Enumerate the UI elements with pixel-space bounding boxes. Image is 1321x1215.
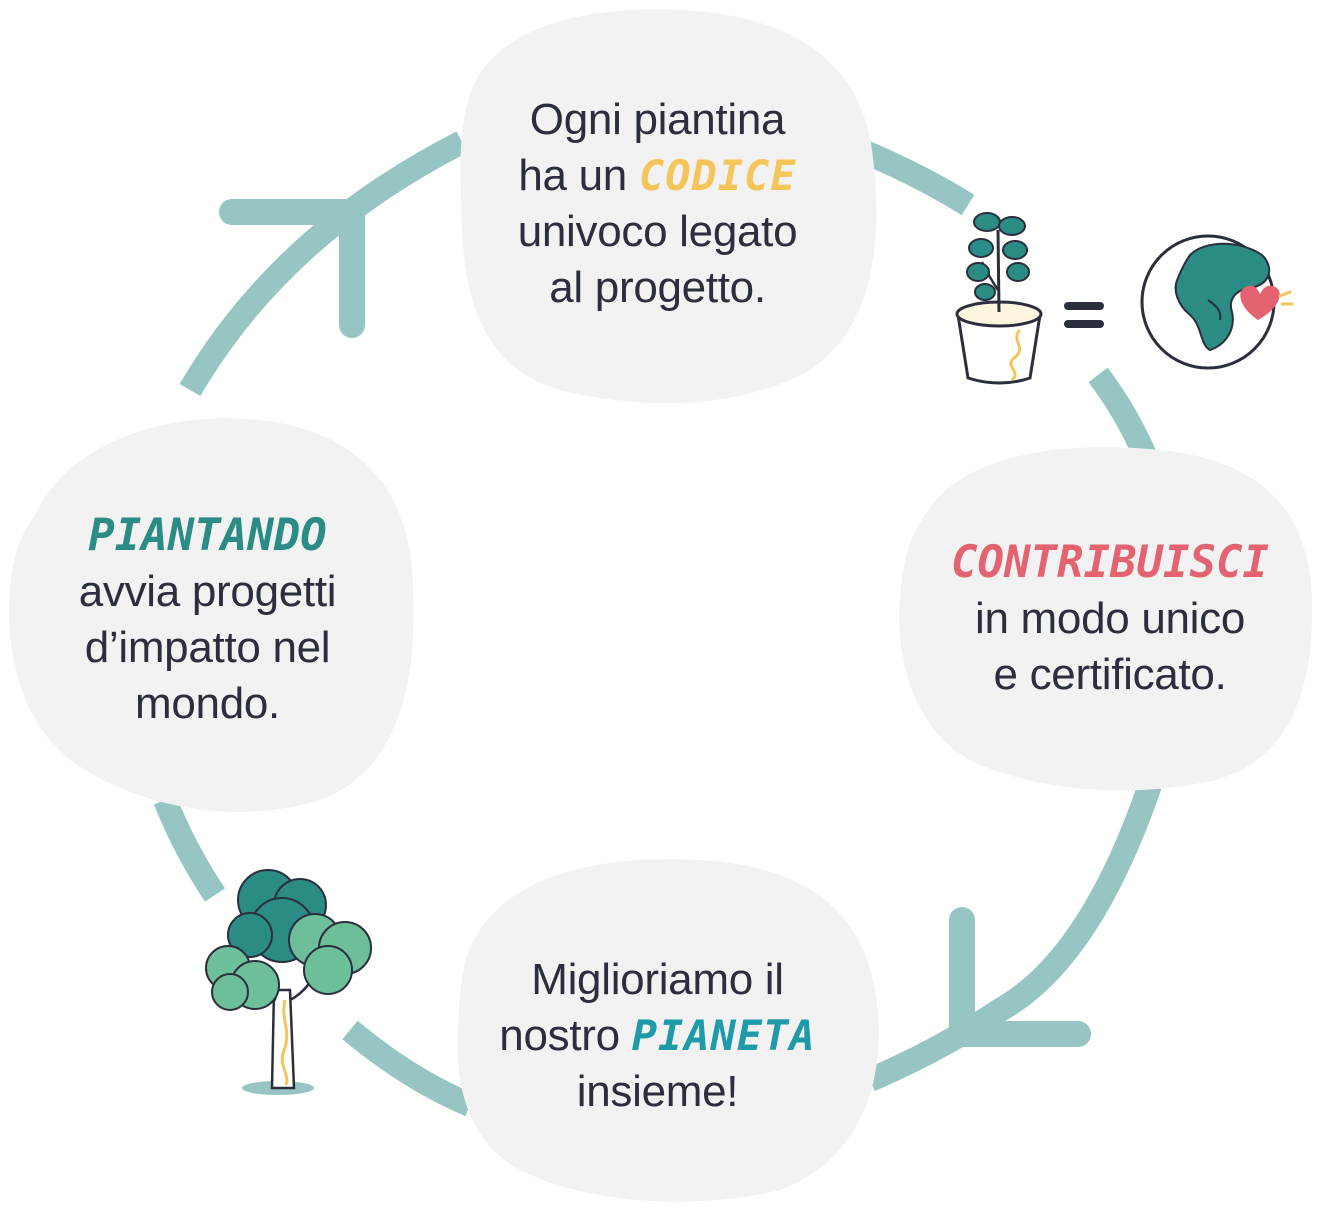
step-text-pianeta: Miglioriamo il nostro PIANETA insieme! bbox=[470, 952, 845, 1120]
step-line: Miglioriamo il bbox=[531, 955, 784, 1004]
ring-arc-left-upper bbox=[179, 131, 468, 397]
keyword-codice: CODICE bbox=[638, 151, 797, 200]
step-line: d’impatto nel bbox=[84, 623, 331, 672]
step-blob-right bbox=[899, 447, 1313, 791]
step-line: nostro PIANETA bbox=[470, 1008, 845, 1064]
globe-heart-icon bbox=[1140, 234, 1294, 370]
step-blob-top bbox=[460, 9, 877, 404]
step-line: Ogni piantina bbox=[529, 95, 786, 144]
ring-arc-bottom-left bbox=[342, 1020, 475, 1117]
step-line: al progetto. bbox=[549, 263, 766, 312]
step-line-prefix: ha un bbox=[518, 151, 639, 200]
step-line: e certificato. bbox=[993, 650, 1227, 699]
ring-arc-left-lower bbox=[153, 795, 225, 902]
step-line: ha un CODICE bbox=[470, 148, 845, 204]
step-text-contribuisci: CONTRIBUISCI in modo unico e certificato… bbox=[915, 535, 1305, 703]
arrow-icon bbox=[219, 199, 365, 338]
arrow-icon bbox=[949, 907, 1091, 1047]
keyword-contribuisci: CONTRIBUISCI bbox=[951, 537, 1269, 588]
step-text-piantando: PIANTANDO avvia progetti d’impatto nel m… bbox=[20, 508, 395, 732]
tree-icon bbox=[205, 869, 372, 1095]
step-line: avvia progetti bbox=[78, 567, 337, 616]
equals-icon bbox=[1064, 302, 1104, 328]
ring-arc-top-right bbox=[855, 138, 975, 216]
cycle-ring bbox=[153, 131, 1162, 1117]
keyword-piantando: PIANTANDO bbox=[88, 510, 327, 561]
step-line: univoco legato bbox=[517, 207, 798, 256]
step-line-prefix: nostro bbox=[499, 1011, 632, 1060]
ring-arc-right-upper bbox=[1088, 367, 1156, 460]
step-text-codice: Ogni piantina ha un CODICE univoco legat… bbox=[470, 92, 845, 316]
step-blob-bottom bbox=[457, 859, 879, 1202]
step-blob-left bbox=[9, 418, 414, 812]
ring-arc-right-lower bbox=[865, 781, 1162, 1092]
step-line: insieme! bbox=[576, 1067, 739, 1116]
potted-plant-icon bbox=[955, 212, 1043, 385]
step-line: in modo unico bbox=[974, 594, 1246, 643]
step-line: mondo. bbox=[135, 679, 280, 728]
keyword-pianeta: PIANETA bbox=[631, 1011, 816, 1060]
